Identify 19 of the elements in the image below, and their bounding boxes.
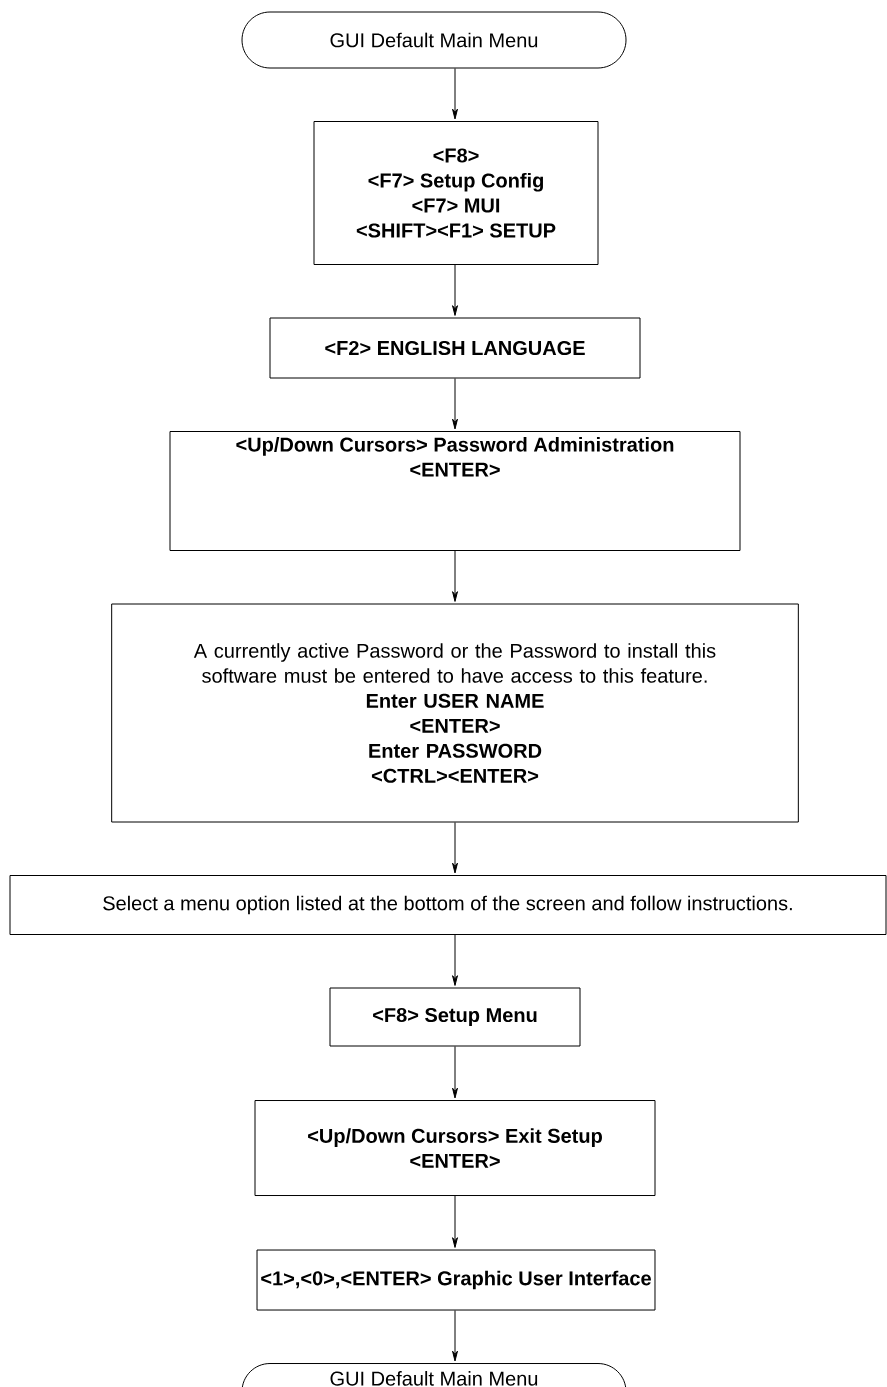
arrow bbox=[452, 1310, 458, 1362]
arrow bbox=[452, 934, 458, 986]
process-box: <1>,<0>,<ENTER> Graphic User Interface bbox=[256, 1249, 656, 1311]
arrow bbox=[452, 822, 458, 874]
process-box: <F2> ENGLISH LANGUAGE bbox=[269, 317, 641, 379]
arrow bbox=[452, 1195, 458, 1248]
arrow bbox=[452, 378, 458, 430]
rounded-terminal: GUI Default Main Menu bbox=[241, 11, 627, 69]
process-box: <Up/Down Cursors> Exit Setup <ENTER> bbox=[254, 1100, 656, 1196]
process-box: Select a menu option listed at the bottom of the screen and follow instructions. bbox=[9, 875, 887, 935]
rounded-terminal: GUI Default Main Menu bbox=[241, 1363, 627, 1387]
process-box: <Up/Down Cursors> Password Administration <ENTER> bbox=[169, 431, 741, 551]
arrow bbox=[452, 264, 458, 316]
process-box: <F8> <F7> Setup Config <F7> MUI <SHIFT><F1> SETUP bbox=[313, 121, 599, 265]
arrow bbox=[452, 1046, 458, 1099]
arrow bbox=[452, 550, 458, 602]
arrow bbox=[452, 68, 458, 120]
process-box: <F8> Setup Menu bbox=[329, 987, 581, 1047]
process-box: A currently active Password or the Password to install this software must be entered to have access to this feature. Enter USER NAME <ENTER> Enter PASSWORD <CTRL><ENTER> bbox=[111, 603, 799, 823]
